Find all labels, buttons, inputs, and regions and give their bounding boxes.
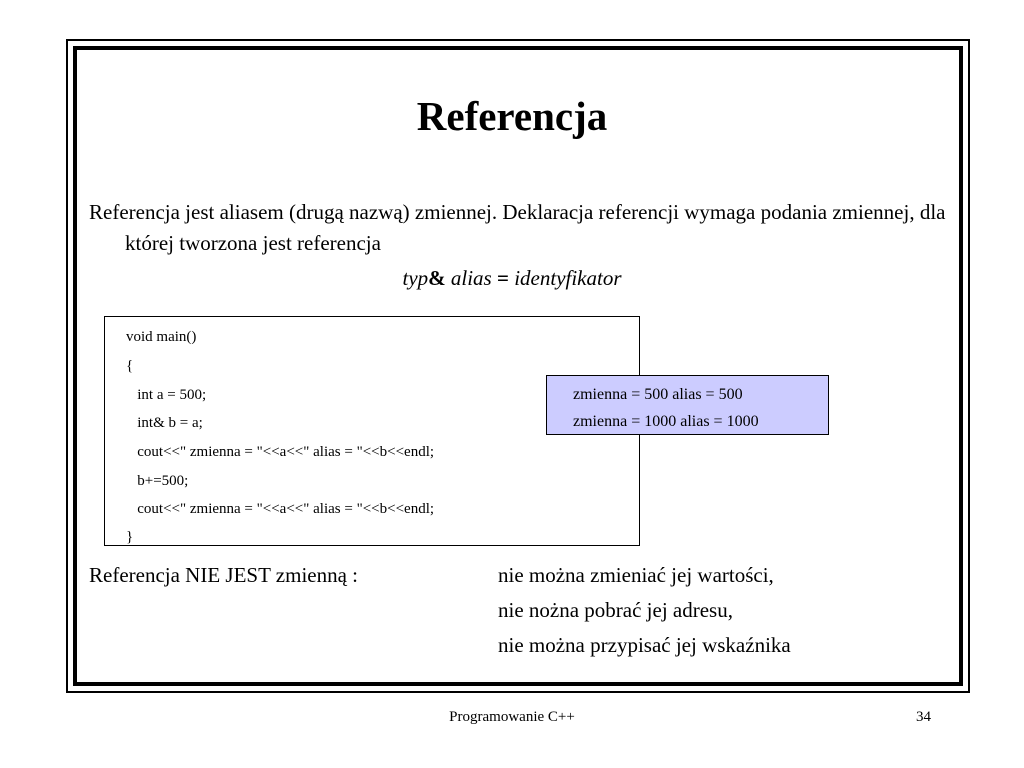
output-box: zmienna = 500 alias = 500 zmienna = 1000… xyxy=(546,375,829,435)
code-line: cout<<" zmienna = "<<a<<" alias = "<<b<<… xyxy=(126,444,435,460)
intro-paragraph: Referencja jest aliasem (drugą nazwą) zm… xyxy=(89,200,946,255)
slide-frame-outer xyxy=(66,39,970,693)
code-line: void main() xyxy=(126,329,197,345)
footer-course: Programowanie C++ xyxy=(449,709,575,725)
code-line: } xyxy=(126,529,134,545)
syntax-formula: typ& alias = identyfikator xyxy=(0,266,1024,291)
formula-type: typ xyxy=(402,266,429,290)
output-line: zmienna = 500 alias = 500 xyxy=(573,386,743,403)
code-line: int a = 500; xyxy=(126,387,207,403)
code-line: { xyxy=(126,358,134,374)
nie-jest-label: Referencja NIE JEST zmienną : xyxy=(89,563,359,587)
nie-item: nie nożna pobrać jej adresu, xyxy=(498,598,733,622)
formula-ampersand: & xyxy=(428,266,446,290)
code-line: int& b = a; xyxy=(126,415,203,431)
code-line: cout<<" zmienna = "<<a<<" alias = "<<b<<… xyxy=(126,501,435,517)
formula-equals: = xyxy=(496,266,509,290)
output-line: zmienna = 1000 alias = 1000 xyxy=(573,413,759,430)
slide-title: Referencja xyxy=(416,93,608,139)
formula-alias: alias xyxy=(445,266,497,290)
nie-item: nie można zmieniać jej wartości, xyxy=(498,563,774,587)
nie-item: nie można przypisać jej wskaźnika xyxy=(498,633,791,657)
slide-frame-inner xyxy=(73,46,963,686)
code-line: b+=500; xyxy=(126,473,189,489)
footer-page-number: 34 xyxy=(916,709,931,725)
formula-identifier: identyfikator xyxy=(508,266,622,290)
